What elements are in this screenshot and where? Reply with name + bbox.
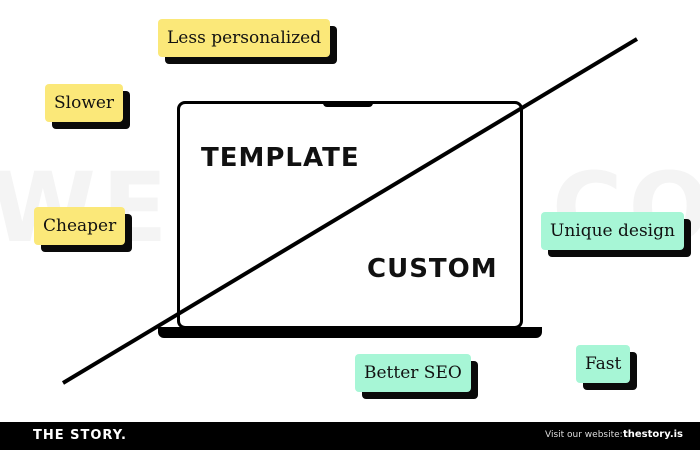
laptop-base xyxy=(158,327,542,338)
tag-label: Unique design xyxy=(541,212,684,250)
tag-label: Less personalized xyxy=(158,19,331,57)
footer-bar: THE STORY. Visit our website: thestory.i… xyxy=(0,422,700,450)
custom-label: CUSTOM xyxy=(367,254,498,284)
tag-label: Cheaper xyxy=(34,207,126,245)
tag-fast: Fast xyxy=(576,345,638,390)
template-label: TEMPLATE xyxy=(201,143,360,173)
tag-slower: Slower xyxy=(45,84,131,129)
brand-logo: THE STORY. xyxy=(33,428,127,443)
tag-cheaper: Cheaper xyxy=(34,207,133,252)
visit-label: Visit our website: xyxy=(545,430,623,440)
laptop-screen xyxy=(177,101,523,329)
tag-label: Fast xyxy=(576,345,631,383)
tag-unique-design: Unique design xyxy=(541,212,691,257)
website-link[interactable]: thestory.is xyxy=(623,429,683,440)
tag-label: Better SEO xyxy=(355,354,471,392)
tag-better-seo: Better SEO xyxy=(355,354,478,399)
tag-less-personalized: Less personalized xyxy=(158,19,338,64)
tag-label: Slower xyxy=(45,84,124,122)
laptop-camera-notch xyxy=(323,101,373,107)
infographic-canvas: WEBSITE COST TEMPLATE CUSTOM Less person… xyxy=(0,19,700,399)
